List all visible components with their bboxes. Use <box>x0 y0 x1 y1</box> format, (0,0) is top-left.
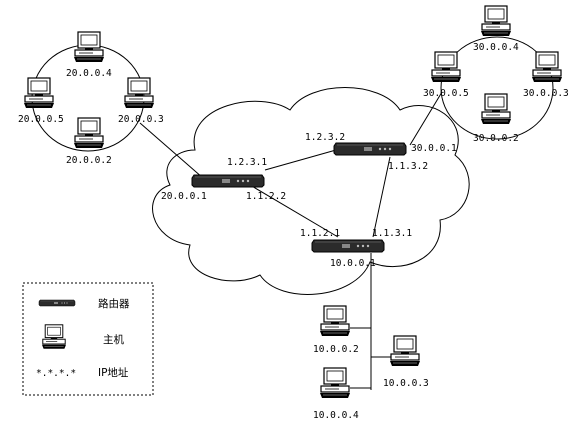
ip-label: 10.0.0.1 <box>330 258 376 269</box>
network-cloud <box>152 87 470 295</box>
host-ip-label: 20.0.0.2 <box>66 155 112 166</box>
legend: 路由器 主机 *.*.*.* IP地址 <box>22 282 154 396</box>
host-30-0-0-2 <box>480 93 512 125</box>
ip-label: 30.0.0.1 <box>411 143 457 154</box>
legend-host-label: 主机 <box>103 333 124 346</box>
link-left-to-right-router <box>264 149 337 171</box>
link-right-router-to-net30 <box>409 91 443 146</box>
router-bottom <box>311 239 385 253</box>
legend-ip-label: IP地址 <box>98 366 129 379</box>
host-ip-label: 20.0.0.5 <box>18 114 64 125</box>
legend-ip-symbol: *.*.*.* <box>36 368 76 379</box>
host-ip-label: 20.0.0.3 <box>118 114 164 125</box>
host-20-0-0-2 <box>73 117 105 149</box>
link-net20-to-left-router <box>139 122 204 179</box>
ip-label: 1.1.3.2 <box>388 161 428 172</box>
link-right-to-bottom-router <box>372 156 391 238</box>
host-ip-label: 30.0.0.3 <box>523 88 569 99</box>
host-10-0-0-4 <box>319 367 351 399</box>
host-10-0-0-3 <box>389 335 421 367</box>
legend-router-label: 路由器 <box>98 297 130 310</box>
host-30-0-0-4 <box>480 5 512 37</box>
host-ip-label: 10.0.0.2 <box>313 344 359 355</box>
ip-label: 1.1.2.1 <box>300 228 340 239</box>
host-30-0-0-5 <box>430 51 462 83</box>
ip-label: 1.1.2.2 <box>246 191 286 202</box>
host-ip-label: 30.0.0.4 <box>473 42 519 53</box>
host-20-0-0-4 <box>73 31 105 63</box>
router-left <box>191 174 265 188</box>
host-ip-label: 10.0.0.4 <box>313 410 359 421</box>
ip-label: 20.0.0.1 <box>161 191 207 202</box>
host-ip-label: 30.0.0.2 <box>473 133 519 144</box>
host-ip-label: 30.0.0.5 <box>423 88 469 99</box>
host-20-0-0-5 <box>23 77 55 109</box>
host-10-0-0-2 <box>319 305 351 337</box>
ip-label: 1.2.3.2 <box>305 132 345 143</box>
ip-label: 1.1.3.1 <box>372 228 412 239</box>
host-ip-label: 20.0.0.4 <box>66 68 112 79</box>
ip-label: 1.2.3.1 <box>227 157 267 168</box>
host-30-0-0-3 <box>531 51 563 83</box>
router-right <box>333 142 407 156</box>
host-20-0-0-3 <box>123 77 155 109</box>
ring-network-30 <box>440 36 554 140</box>
link-left-to-bottom-router <box>249 184 339 238</box>
host-ip-label: 10.0.0.3 <box>383 378 429 389</box>
